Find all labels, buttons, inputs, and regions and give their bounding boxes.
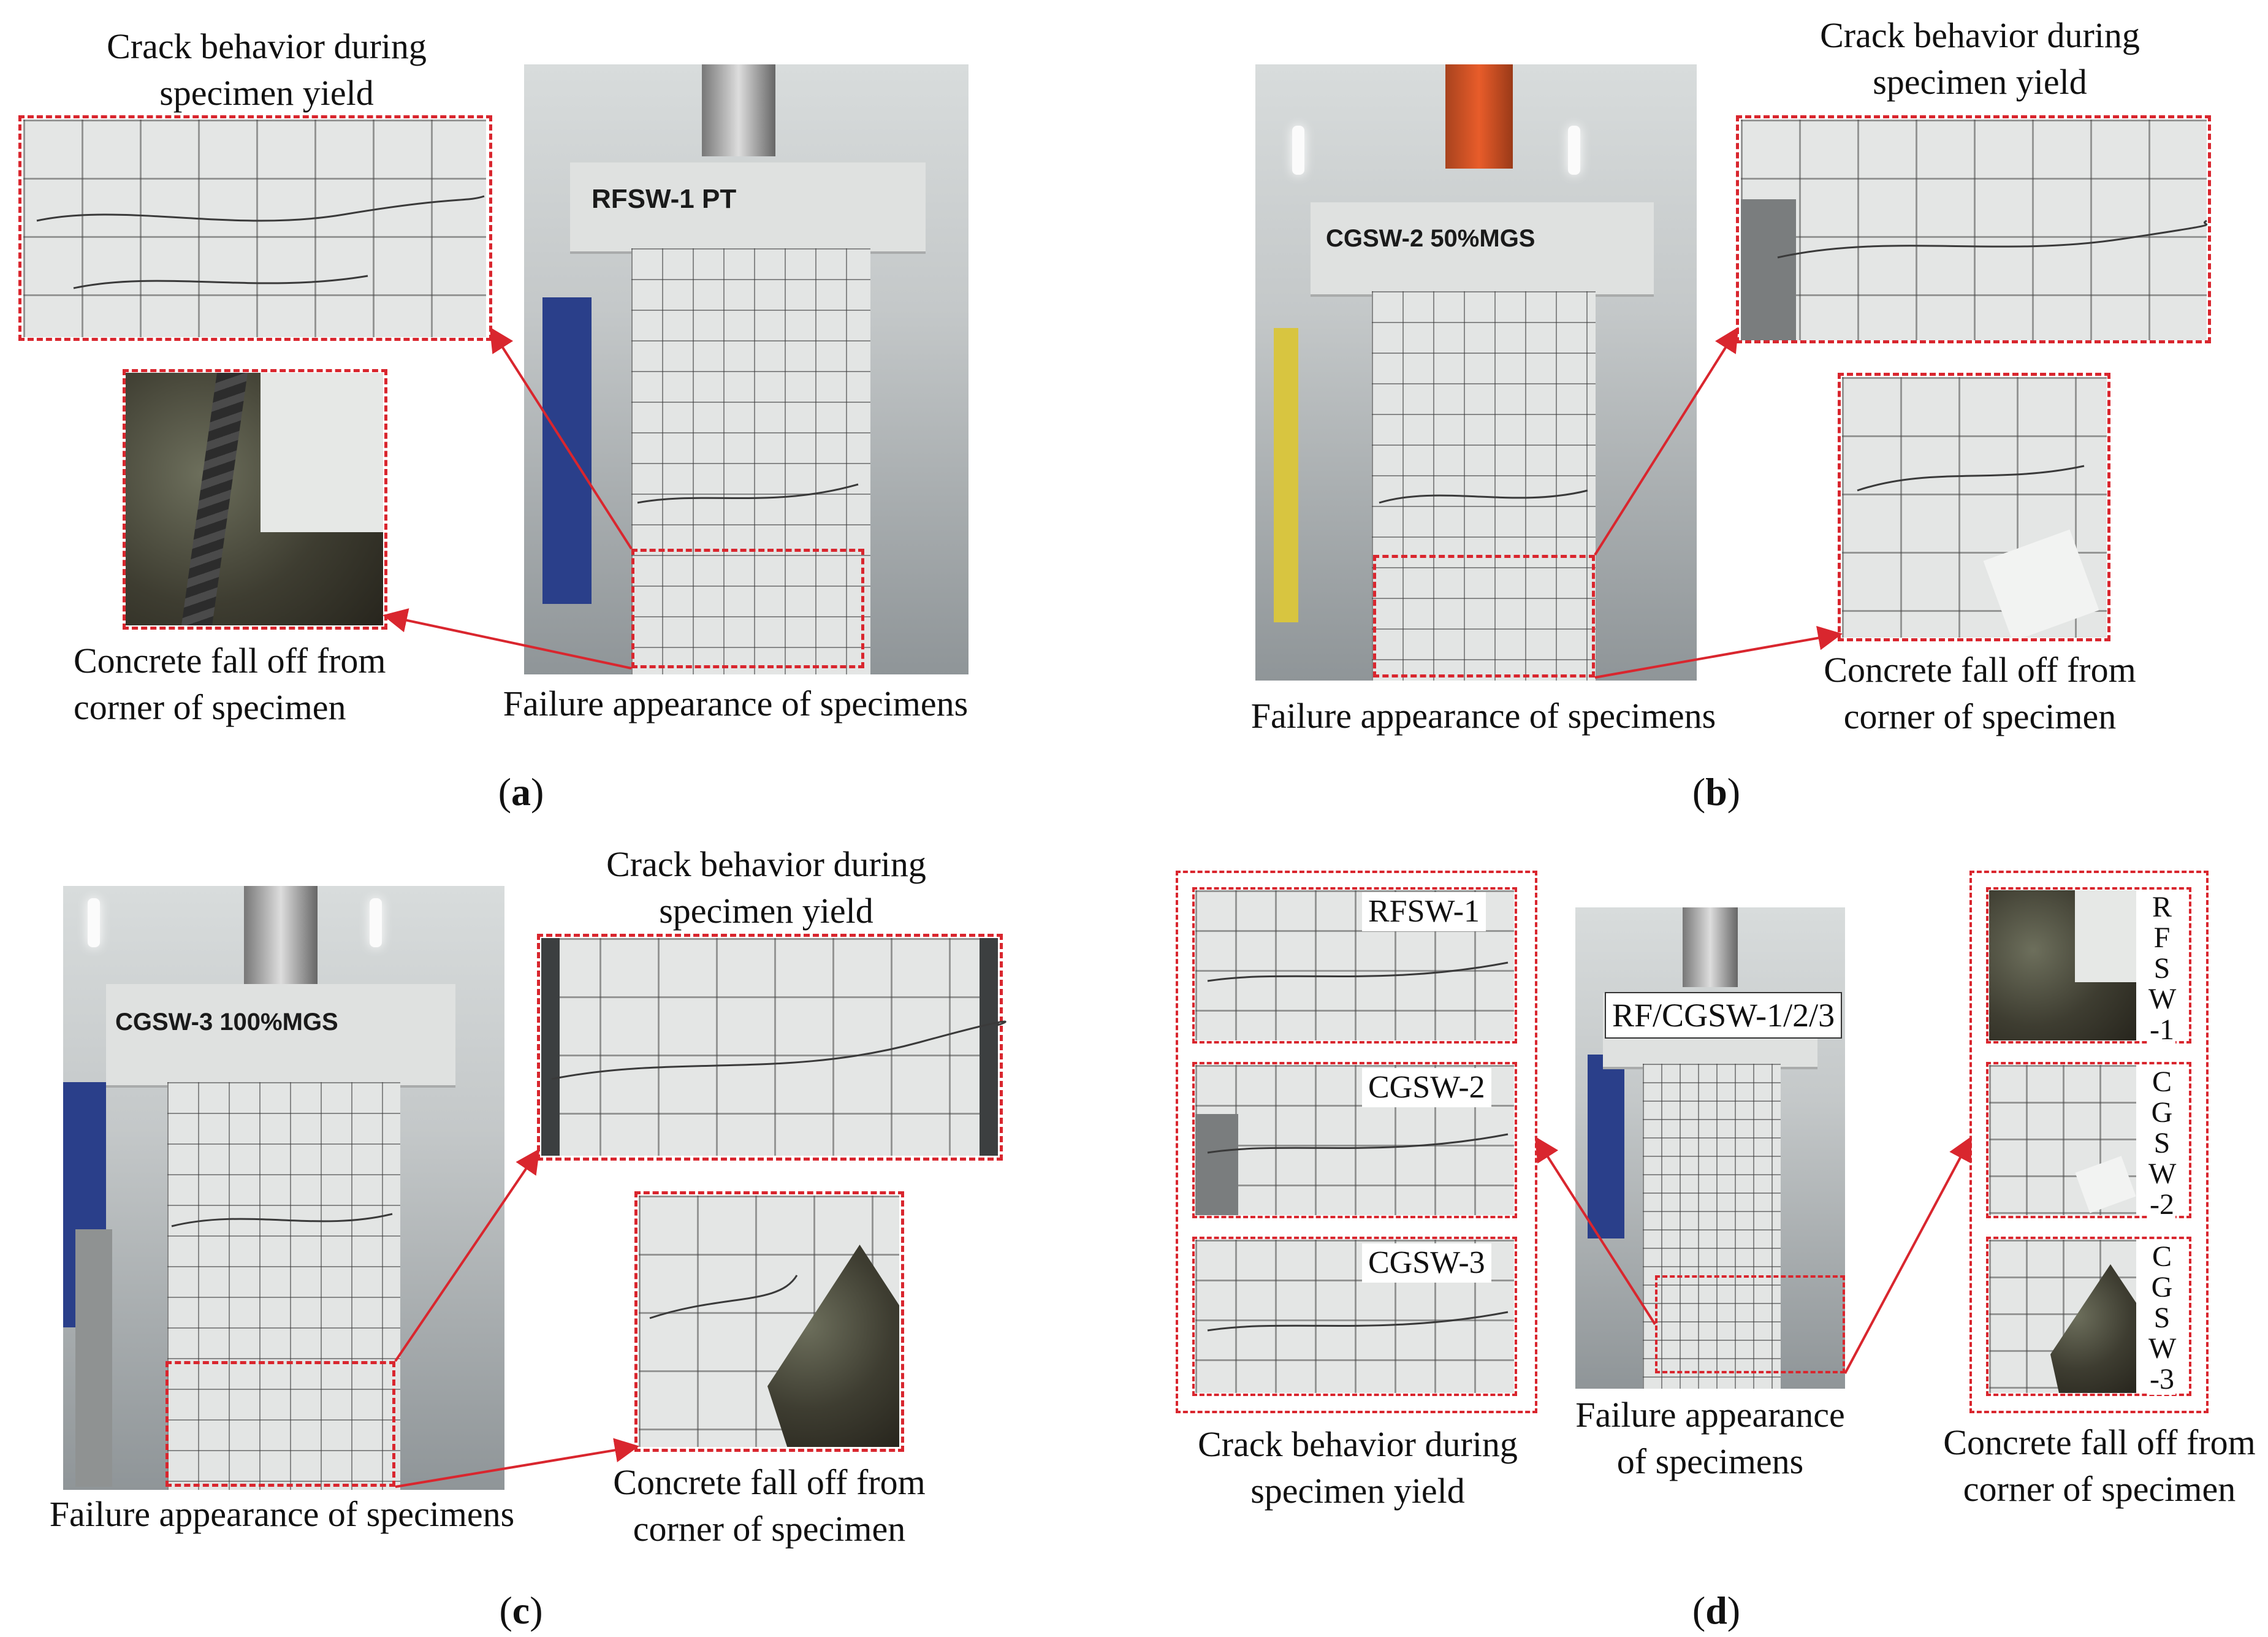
connector-c-crack [394,1148,540,1362]
concrete-inset-photo-c [639,1196,899,1447]
connector-b-concrete [1594,625,1843,679]
caption-concrete-d: Concrete fall off from corner of specime… [1943,1422,2256,1509]
specimen-photo-a: RFSW-1 PT [524,64,968,674]
caption-failure-a: Failure appearance of specimens [503,684,968,723]
concrete-inset-photo-d2 [1989,1065,2136,1215]
crack-inset-frame-d3 [1192,1237,1517,1396]
failure-zone-frame-c [166,1361,395,1487]
concrete-inset-photo-d3 [1989,1240,2136,1393]
crack-inset-photo-b [1741,120,2207,340]
crack-tag-d2: CGSW-2 [1362,1068,1491,1107]
crack-inset-frame-a [18,115,492,341]
caption-failure-c: Failure appearance of specimens [49,1494,515,1534]
concrete-inset-frame-a [123,369,387,630]
concrete-inset-photo-d1 [1989,890,2136,1040]
caption-crack-a: Crack behavior during specimen yield [107,26,427,113]
failure-zone-frame-d [1655,1275,1845,1373]
concrete-inset-frame-d1 [1986,887,2191,1044]
corner-tag-d3: C G S W -3 [2148,1240,2177,1395]
corner-tag-d1: R F S W -1 [2148,891,2177,1046]
caption-failure-b: Failure appearance of specimens [1250,696,1716,736]
specimen-label-c: CGSW-3 100%MGS [115,1009,338,1036]
connector-b-crack [1594,327,1739,556]
caption-crack-b: Crack behavior during specimen yield [1820,15,2140,102]
connector-d-concrete [1844,1135,1972,1374]
corner-tag-d2: C G S W -2 [2148,1066,2177,1221]
concrete-inset-frame-d2 [1986,1062,2191,1218]
connector-a-crack [489,327,633,550]
crack-tag-d3: CGSW-3 [1362,1243,1491,1283]
panel-label-a: (a) [498,770,544,814]
crack-inset-frame-d1 [1192,887,1517,1044]
crack-inset-frame-b [1736,115,2211,343]
crack-inset-photo-d2 [1195,1065,1514,1215]
specimen-label-b: CGSW-2 50%MGS [1326,225,1535,252]
crack-tag-d1: RFSW-1 [1362,892,1486,931]
specimen-label-a: RFSW-1 PT [592,184,737,214]
panel-label-b: (b) [1692,770,1741,814]
crack-inset-photo-c [541,938,998,1156]
caption-crack-c: Crack behavior during specimen yield [606,844,926,931]
caption-failure-d: Failure appearance of specimens [1575,1395,1845,1481]
caption-concrete-c: Concrete fall off from corner of specime… [613,1462,926,1549]
caption-concrete-a: Concrete fall off from corner of specime… [74,641,386,727]
failure-zone-frame-b [1373,555,1595,677]
concrete-inset-frame-c [634,1191,904,1452]
crack-inset-frame-c [537,934,1003,1161]
connector-c-concrete [395,1438,639,1488]
connector-d-crack [1534,1136,1656,1326]
caption-crack-d: Crack behavior during specimen yield [1198,1424,1518,1511]
crack-inset-photo-a [23,120,486,337]
specimen-photo-b: CGSW-2 50%MGS [1255,64,1697,681]
panel-label-c: (c) [499,1589,543,1632]
concrete-inset-frame-b [1838,373,2110,641]
failure-zone-frame-a [631,549,864,668]
crack-inset-frame-d2 [1192,1062,1517,1218]
caption-concrete-b: Concrete fall off from corner of specime… [1824,650,2136,736]
concrete-inset-photo-a [126,373,383,625]
connector-a-concrete [382,608,632,670]
specimen-label-d: RF/CGSW-1/2/3 [1605,992,1843,1039]
specimen-photo-c: CGSW-3 100%MGS [63,886,504,1490]
concrete-inset-frame-d3 [1986,1237,2191,1396]
panel-label-d: (d) [1692,1589,1741,1632]
concrete-inset-photo-b [1842,377,2107,638]
